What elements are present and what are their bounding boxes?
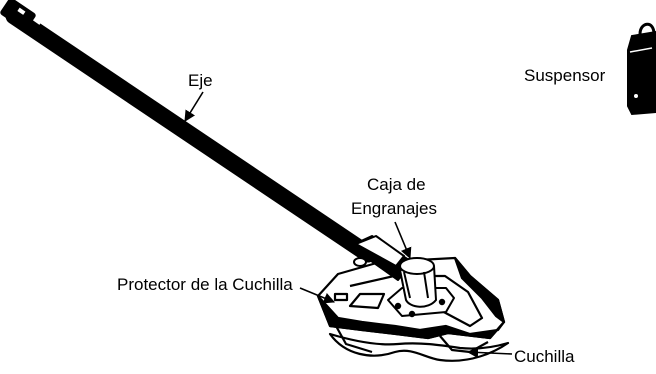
gearbox-arrow — [394, 221, 412, 260]
shaft-label: Eje — [188, 71, 213, 90]
blade — [328, 332, 510, 362]
blade-arrow — [466, 346, 513, 359]
leader-arrows — [184, 91, 513, 359]
shaft-arrow — [184, 91, 204, 122]
hanger-label: Suspensor — [524, 66, 606, 85]
hanger — [627, 22, 656, 116]
gearbox — [349, 235, 455, 318]
gearbox-label-line2: Engranajes — [351, 199, 437, 218]
shaft-end-coupler — [0, 0, 36, 31]
gearbox-label-line1: Caja de — [367, 175, 426, 194]
blade-label: Cuchilla — [514, 347, 575, 366]
shaft — [0, 0, 377, 263]
blade-guard-arrow — [299, 287, 336, 304]
blade-guard-label: Protector de la Cuchilla — [117, 275, 293, 294]
